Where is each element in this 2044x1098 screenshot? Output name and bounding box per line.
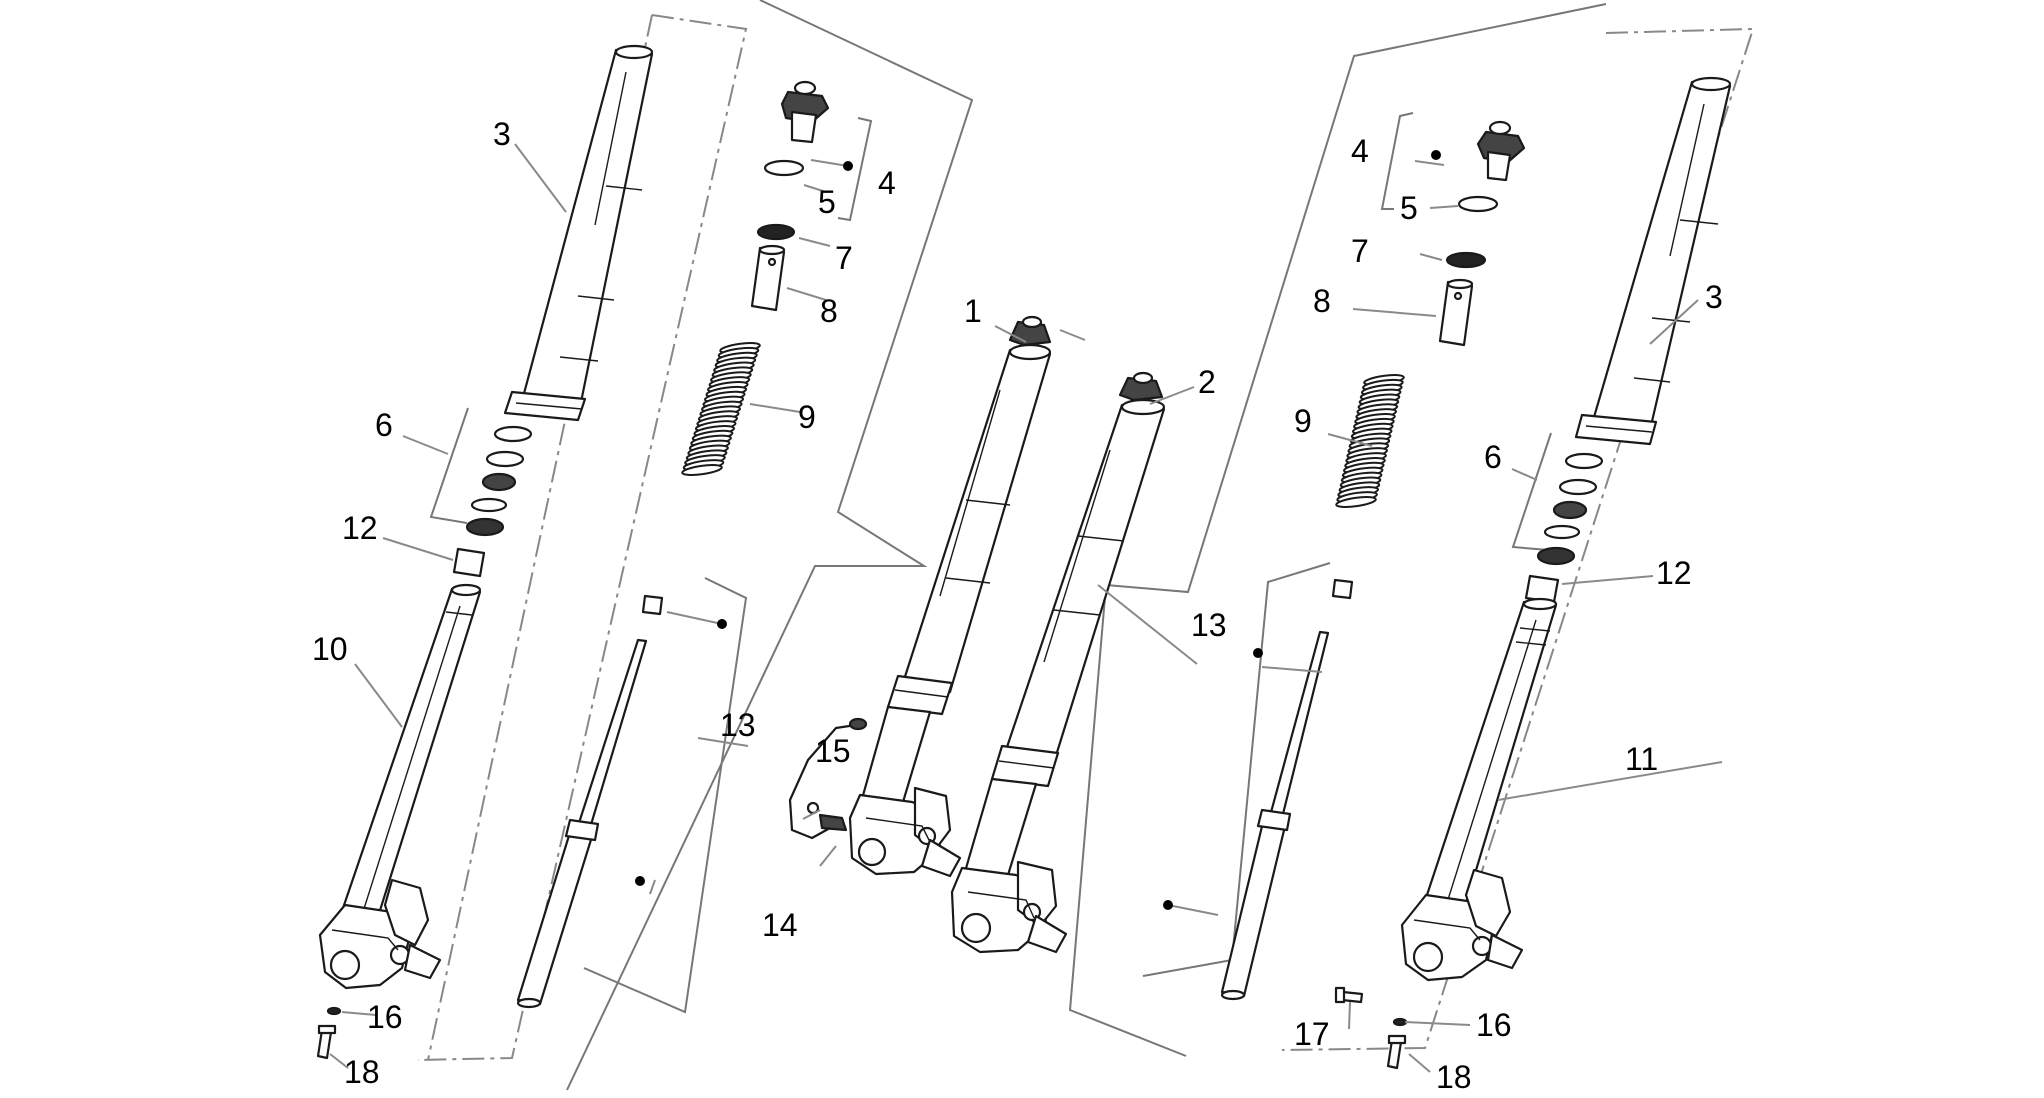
callout-label: 1: [964, 293, 982, 329]
left-fork-outer-tube: [503, 44, 654, 422]
callout-dot: [843, 161, 853, 171]
callout-dot: [1253, 648, 1263, 658]
left-fork-small-parts: [316, 1006, 342, 1060]
callout-label: 10: [312, 631, 348, 667]
right-bleed-screw: [1334, 986, 1364, 1004]
right-damper-rod: [1220, 578, 1354, 1001]
callout-label: 18: [344, 1054, 380, 1090]
center-fork-1: [848, 315, 1052, 878]
callout-label: 9: [1294, 403, 1312, 439]
spring-coil: [681, 463, 723, 477]
callout-labels: 3 6 12 10 16 18 4 5 7 8 9 13 1 2 15 14 4…: [312, 116, 1723, 1095]
callout-label: 13: [720, 707, 756, 743]
right-fork-outer-tube: [1574, 76, 1732, 446]
callout-label: 14: [762, 907, 798, 943]
callout-label: 15: [815, 733, 851, 769]
right-fork-caliper-mount: [1400, 868, 1524, 982]
spring-coil: [1335, 495, 1377, 509]
callout-label: 18: [1436, 1059, 1472, 1093]
callout-label: 12: [342, 510, 378, 546]
left-fork-seals: [452, 425, 533, 578]
callout-label: 3: [1705, 279, 1723, 315]
right-cap-assembly: [1438, 120, 1526, 347]
callout-label: 13: [1191, 607, 1227, 643]
left-cap-assembly: [750, 80, 830, 312]
callout-label: 7: [835, 240, 853, 276]
callout-label: 2: [1198, 364, 1216, 400]
callout-dot: [1163, 900, 1173, 910]
callout-label: 7: [1351, 233, 1369, 269]
leader-lines: [329, 143, 1723, 1073]
callout-label: 11: [1625, 741, 1658, 777]
callout-label: 8: [820, 293, 838, 329]
left-fork-inner-tube: [339, 583, 482, 922]
right-fork-inner-tube: [1422, 597, 1558, 912]
callout-label: 16: [367, 999, 403, 1035]
callout-label: 6: [1484, 439, 1502, 475]
callout-label: 5: [818, 184, 836, 220]
right-spring: [1335, 373, 1405, 509]
right-fork-small-parts: [1386, 1017, 1408, 1070]
callout-dot: [635, 876, 645, 886]
callout-dots: [635, 150, 1441, 910]
callout-label: 17: [1294, 1016, 1330, 1052]
callout-dot: [1431, 150, 1441, 160]
group-frames: [417, 0, 1755, 1091]
center-fork-2: [950, 371, 1166, 954]
callout-label: 6: [375, 407, 393, 443]
callout-label: 4: [1351, 133, 1369, 169]
callout-label: 5: [1400, 190, 1418, 226]
right-fork-seals: [1524, 452, 1604, 604]
callout-label: 9: [798, 399, 816, 435]
callout-label: 8: [1313, 283, 1331, 319]
callout-dot: [717, 619, 727, 629]
callout-label: 4: [878, 165, 896, 201]
left-spring: [681, 341, 761, 477]
left-damper-rod: [516, 594, 664, 1009]
callout-label: 16: [1476, 1007, 1512, 1043]
callout-label: 12: [1656, 555, 1692, 591]
left-fork-caliper-mount: [318, 878, 442, 990]
callout-label: 3: [493, 116, 511, 152]
